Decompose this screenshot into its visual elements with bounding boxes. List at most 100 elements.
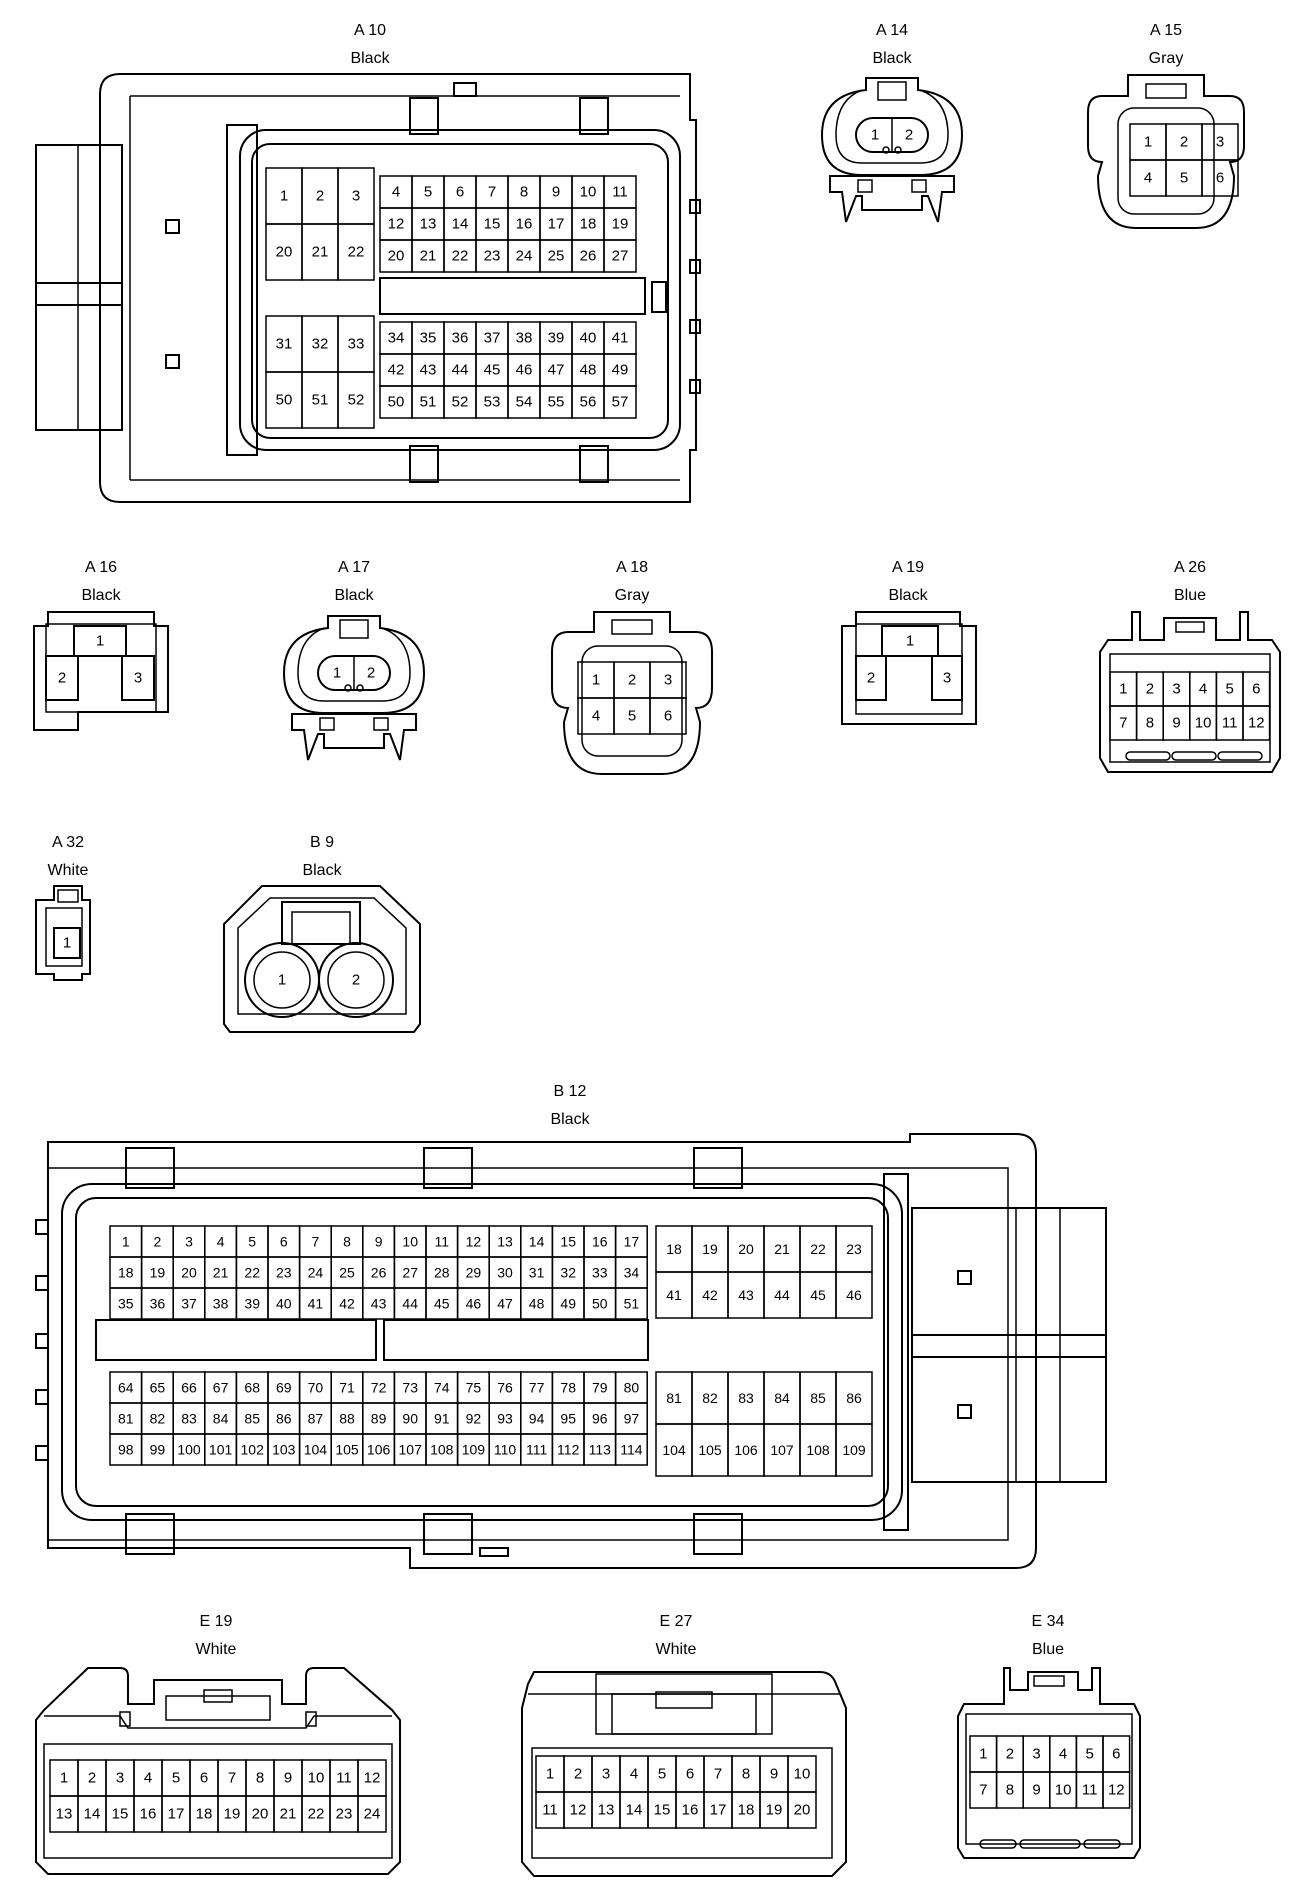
pin-number: 70 (308, 1380, 324, 1396)
pin-number: 7 (312, 1234, 320, 1250)
pin-number: 33 (348, 336, 365, 353)
pin-number: 23 (336, 1806, 353, 1823)
pin-number: 108 (430, 1442, 454, 1458)
pin-number: 44 (402, 1296, 418, 1312)
pin-number: 8 (256, 1770, 264, 1787)
connector-code: A 10 (354, 22, 386, 39)
pin-number: 8 (520, 184, 528, 201)
pin-number: 94 (529, 1411, 545, 1427)
pin-number: 17 (548, 216, 565, 233)
pin-number: 9 (552, 184, 560, 201)
connector-color: Blue (1032, 1641, 1064, 1658)
pin-number: 109 (842, 1442, 866, 1458)
pin-number: 74 (434, 1380, 450, 1396)
pin-number: 3 (134, 670, 142, 687)
pin-number: 112 (557, 1442, 580, 1458)
pin-number: 69 (276, 1380, 292, 1396)
connector-code: A 26 (1174, 559, 1206, 576)
pin-number: 9 (284, 1770, 292, 1787)
pin-number: 14 (529, 1234, 545, 1250)
pin-number: 2 (574, 1766, 582, 1783)
pin-number: 72 (371, 1380, 387, 1396)
connector-color: Black (334, 587, 374, 604)
connector-code: B 12 (554, 1083, 587, 1100)
pin-number: 2 (1180, 134, 1188, 151)
pin-cavity (603, 239, 637, 273)
pin-number: 15 (560, 1234, 576, 1250)
pin-number: 19 (224, 1806, 241, 1823)
pin-number: 5 (1180, 170, 1188, 187)
pin-number: 10 (1195, 715, 1212, 732)
pin-number: 56 (580, 394, 597, 411)
pin-number: 10 (580, 184, 597, 201)
pin-number: 23 (484, 248, 501, 265)
pin-number: 1 (96, 633, 104, 650)
pin-number: 1 (871, 127, 879, 144)
pin-number: 1 (280, 188, 288, 205)
pin-number: 82 (702, 1390, 718, 1406)
pin-number: 32 (312, 336, 329, 353)
pin-number: 9 (375, 1234, 383, 1250)
pin-number: 39 (244, 1296, 260, 1312)
pin-number: 7 (488, 184, 496, 201)
pin-number: 104 (662, 1442, 686, 1458)
pin-number: 2 (1006, 1746, 1014, 1763)
pin-number: 26 (371, 1265, 387, 1281)
pin-number: 41 (666, 1287, 682, 1303)
pin-number: 5 (424, 184, 432, 201)
pin-number: 42 (702, 1287, 718, 1303)
pin-number: 31 (529, 1265, 545, 1281)
pin-number: 85 (810, 1390, 826, 1406)
pin-number: 16 (516, 216, 533, 233)
pin-number: 113 (589, 1442, 612, 1458)
pin-number: 6 (280, 1234, 288, 1250)
pin-number: 3 (602, 1766, 610, 1783)
pin-number: 92 (466, 1411, 482, 1427)
pin-cavity (835, 1271, 873, 1319)
pin-number: 15 (112, 1806, 129, 1823)
pin-number: 6 (1112, 1746, 1120, 1763)
pin-number: 14 (452, 216, 469, 233)
pin-number: 54 (516, 394, 533, 411)
pin-number: 21 (774, 1241, 790, 1257)
pin-number: 83 (738, 1390, 754, 1406)
pin-number: 23 (276, 1265, 292, 1281)
pin-number: 15 (654, 1802, 671, 1819)
pin-number: 50 (276, 392, 293, 409)
connector-color: White (48, 862, 89, 879)
pin-number: 2 (1146, 681, 1154, 698)
pin-number: 27 (402, 1265, 418, 1281)
pin-number: 40 (276, 1296, 292, 1312)
pin-number: 21 (280, 1806, 297, 1823)
pin-number: 2 (905, 127, 913, 144)
pin-number: 75 (466, 1380, 482, 1396)
pin-cavity (337, 371, 375, 429)
pin-number: 18 (196, 1806, 213, 1823)
pin-number: 73 (402, 1380, 418, 1396)
pin-number: 8 (742, 1766, 750, 1783)
pin-cavity (603, 385, 637, 419)
connector-code: B 9 (310, 834, 334, 851)
pin-number: 18 (738, 1802, 755, 1819)
pin-number: 28 (434, 1265, 450, 1281)
pin-number: 20 (181, 1265, 197, 1281)
connector-code: A 32 (52, 834, 84, 851)
pin-number: 4 (1059, 1746, 1067, 1763)
pin-number: 100 (177, 1442, 201, 1458)
pin-number: 8 (343, 1234, 351, 1250)
pin-number: 1 (906, 633, 914, 650)
pin-number: 48 (529, 1296, 545, 1312)
connector-code: A 16 (85, 559, 117, 576)
pin-number: 9 (1172, 715, 1180, 732)
connector-color: Black (81, 587, 121, 604)
